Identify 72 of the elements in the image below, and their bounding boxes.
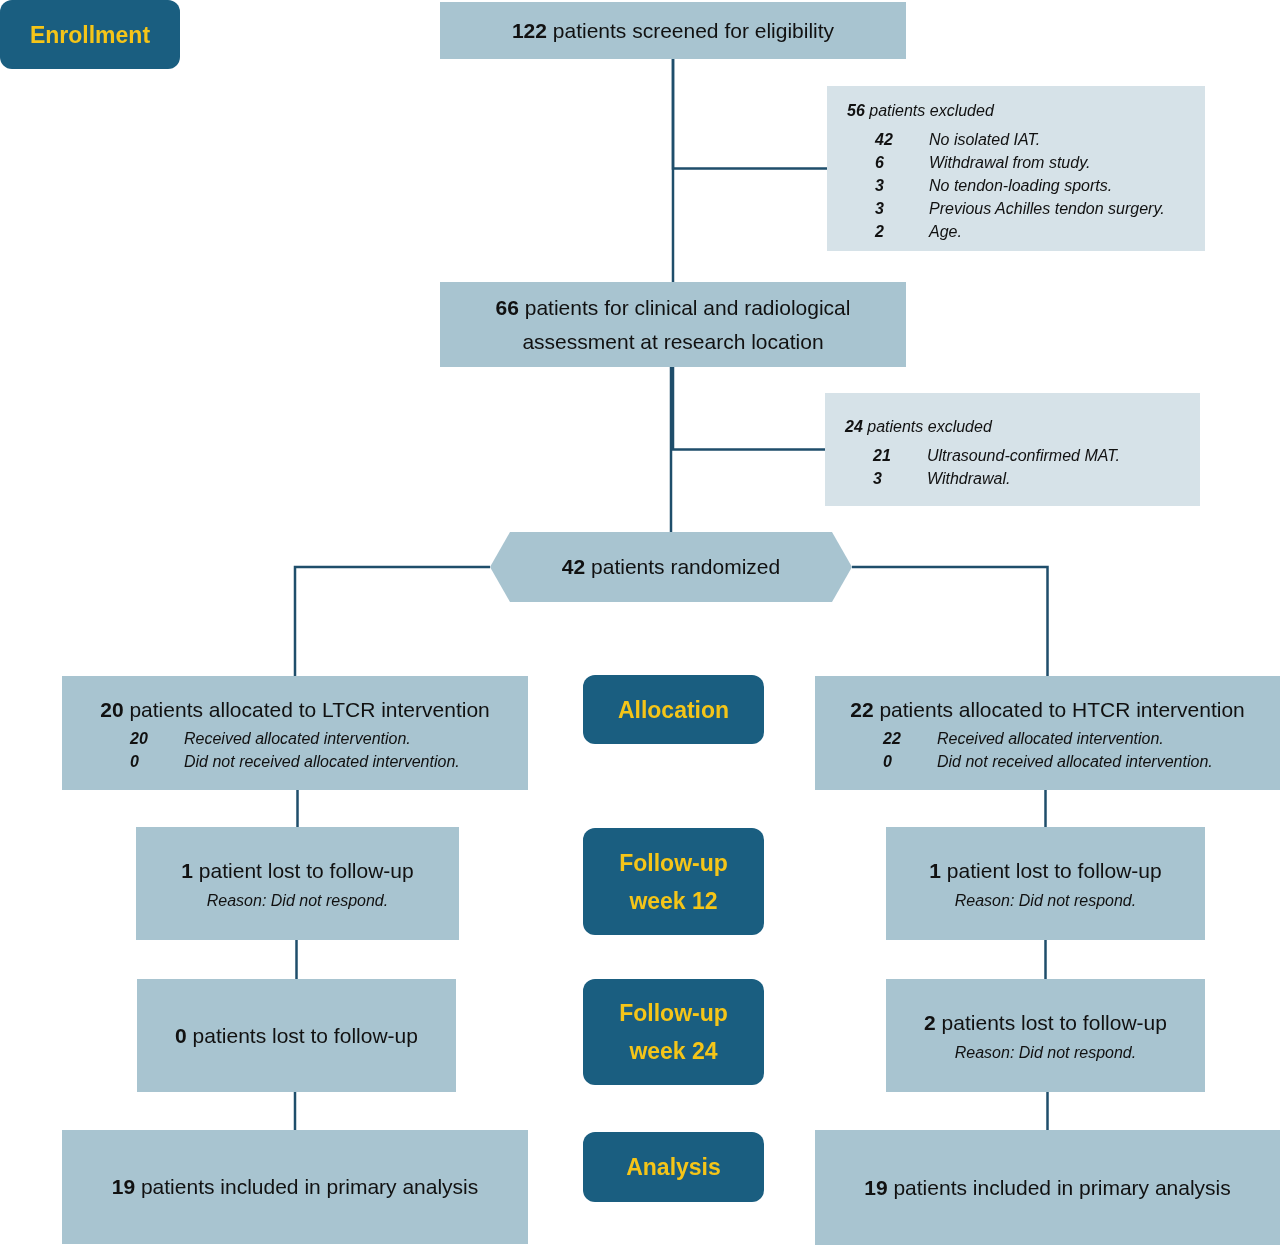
exclusion-box (827, 86, 1205, 251)
count-number: 0 (130, 752, 140, 772)
stage-label (583, 1132, 764, 1202)
reason-text: Reason: Did not respond. (206, 890, 389, 911)
reason-text: Age. (929, 222, 963, 242)
hexagon-box (490, 532, 852, 602)
connector-line (671, 59, 827, 170)
connector-line (671, 367, 825, 451)
node-heading: 19 patients included in primary analysis (111, 1174, 479, 1200)
stage-label (583, 979, 764, 1085)
count-number: 2 (875, 222, 885, 242)
node-heading: 56 patients excluded (847, 101, 996, 121)
reason-text: Reason: Did not respond. (954, 1042, 1137, 1063)
reason-text: Did not received allocated intervention. (184, 752, 460, 772)
count-number: 42 (875, 130, 894, 150)
node-heading: 66 patients for clinical and radiological assessment at research location (494, 294, 852, 355)
node-heading: 19 patients included in primary analysis (864, 1174, 1231, 1201)
process-box (62, 676, 528, 790)
connector-line (295, 940, 298, 979)
process-box (886, 979, 1205, 1092)
node-heading: 22 patients allocated to HTCR intervention (850, 697, 1245, 723)
reason-text: Received allocated intervention. (937, 729, 1165, 749)
stage-text: Follow-up week 24 (618, 999, 729, 1066)
process-box (815, 1130, 1280, 1245)
connector-line (1046, 1092, 1049, 1130)
node-heading: 0 patients lost to follow-up (175, 1022, 418, 1049)
process-box (815, 676, 1280, 790)
count-number: 3 (873, 468, 883, 489)
process-box (440, 2, 906, 59)
connector-line (296, 790, 299, 827)
reason-text: Withdrawal. (927, 468, 1012, 489)
connector-line (1044, 940, 1047, 979)
reason-text: Withdrawal from study. (929, 153, 1092, 173)
node-heading: 122 patients screened for eligibility (511, 17, 835, 44)
count-number: 6 (875, 153, 885, 173)
connector-line (1044, 790, 1047, 827)
reason-text: No isolated IAT. (929, 130, 1042, 150)
exclusion-box (825, 393, 1200, 506)
reason-text: Did not received allocated intervention. (937, 752, 1213, 772)
stage-label (583, 675, 764, 744)
node-heading: 2 patients lost to follow-up (924, 1009, 1167, 1036)
stage-text: Enrollment (29, 20, 151, 50)
count-number: 0 (883, 752, 893, 772)
count-number: 3 (875, 199, 885, 219)
process-box (886, 827, 1205, 940)
stage-label (0, 0, 180, 69)
process-box (62, 1130, 528, 1244)
process-box (136, 827, 459, 940)
reason-text: Previous Achilles tendon surgery. (929, 199, 1166, 219)
count-number: 21 (873, 445, 892, 466)
process-box (440, 282, 906, 367)
connector-line (669, 367, 673, 532)
stage-text: Analysis (626, 1153, 721, 1182)
node-heading: 1 patient lost to follow-up (181, 857, 414, 884)
node-text: 42 patients randomized (561, 554, 781, 581)
count-number: 22 (883, 729, 902, 749)
stage-text: Allocation (617, 695, 730, 725)
count-number: 3 (875, 176, 885, 196)
stage-text: Follow-up week 12 (618, 848, 729, 916)
reason-text: Reason: Did not respond. (954, 890, 1137, 911)
process-box (137, 979, 456, 1092)
reason-text: No tendon-loading sports. (929, 176, 1114, 196)
count-number: 20 (130, 729, 149, 749)
node-heading: 24 patients excluded (845, 416, 994, 437)
connector-line (852, 565, 1049, 676)
node-heading: 20 patients allocated to LTCR intervention (100, 697, 490, 723)
stage-label (583, 828, 764, 935)
node-heading: 1 patient lost to follow-up (929, 857, 1162, 884)
reason-text: Ultrasound-confirmed MAT. (927, 445, 1121, 466)
connector-line (293, 565, 490, 676)
reason-text: Received allocated intervention. (184, 729, 412, 749)
connector-line (293, 1092, 297, 1130)
